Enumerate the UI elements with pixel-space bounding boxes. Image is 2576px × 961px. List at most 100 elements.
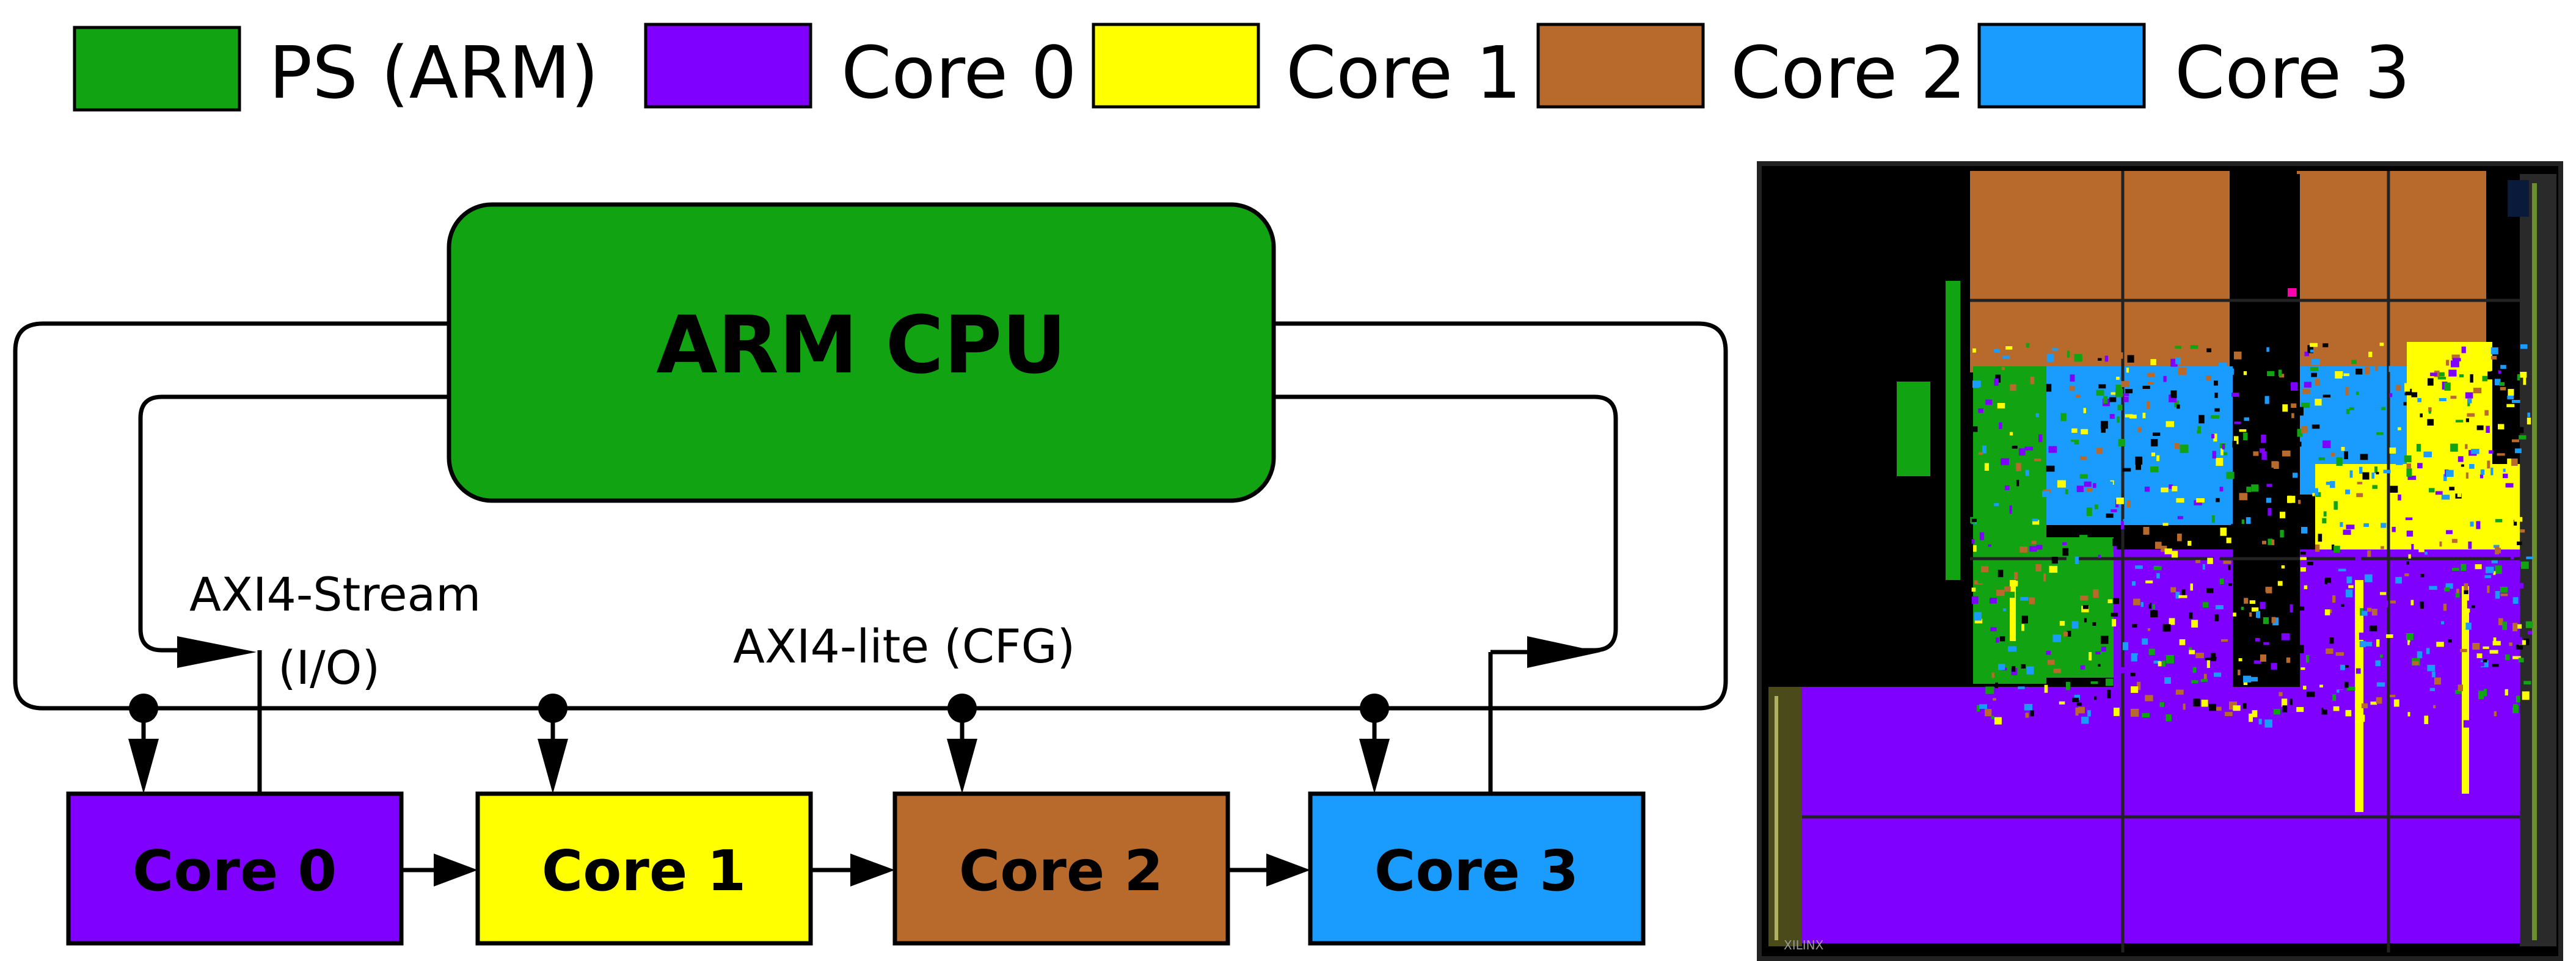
- tap-core1: [538, 694, 568, 794]
- floorplan-speckle: [2385, 600, 2388, 607]
- floorplan-speckle: [2214, 419, 2221, 427]
- floorplan-speckle: [2280, 512, 2286, 518]
- floorplan-speckle: [2026, 666, 2034, 675]
- floorplan-speckle: [2326, 648, 2333, 654]
- floorplan-speckle: [2163, 375, 2167, 382]
- floorplan-speckle: [2412, 661, 2419, 665]
- floorplan-speckle: [2490, 347, 2498, 355]
- floorplan-speckle: [2176, 498, 2184, 503]
- floorplan-speckle: [2464, 583, 2468, 590]
- floorplan-speckle: [2410, 600, 2414, 606]
- floorplan-speckle: [2329, 637, 2334, 644]
- floorplan-speckle: [2047, 659, 2055, 665]
- floorplan-speckle: [2184, 383, 2190, 389]
- floorplan-speckle: [2245, 414, 2252, 421]
- floorplan-speckle: [2396, 385, 2401, 391]
- floorplan-speckle: [2429, 511, 2436, 515]
- floorplan-speckle: [2103, 396, 2108, 404]
- floorplan-speckle: [2506, 404, 2515, 407]
- floorplan-speckle: [2234, 421, 2241, 424]
- floorplan-speckle: [2359, 633, 2368, 640]
- floorplan-speckle: [2001, 367, 2005, 371]
- floorplan-speckle: [2111, 509, 2117, 512]
- floorplan-speckle: [2362, 472, 2370, 480]
- floorplan-speckle: [2084, 618, 2087, 623]
- floorplan-speckle: [2253, 441, 2258, 448]
- floorplan-speckle: [2500, 587, 2508, 593]
- floorplan-speckle: [2315, 399, 2322, 406]
- floorplan-speckle: [2377, 668, 2385, 672]
- floorplan-speckle: [2206, 348, 2211, 352]
- floorplan-speckle: [2020, 546, 2027, 553]
- floorplan-speckle: [2360, 454, 2368, 460]
- floorplan-speckle: [2518, 658, 2524, 662]
- floorplan-speckle: [2214, 408, 2220, 412]
- floorplan-speckle: [2253, 451, 2259, 456]
- floorplan-speckle: [2130, 708, 2139, 717]
- floorplan-speckle: [2259, 448, 2265, 453]
- floorplan-speckle: [2164, 677, 2171, 684]
- floorplan-speckle: [2046, 383, 2052, 392]
- floorplan-speckle: [2319, 684, 2323, 687]
- floorplan-speckle: [2019, 385, 2027, 391]
- legend-swatch-core3: [1977, 23, 2146, 109]
- floorplan-speckle: [2338, 568, 2346, 571]
- floorplan-speckle: [2137, 681, 2141, 691]
- floorplan-speckle: [2467, 413, 2475, 417]
- floorplan-speckle: [2334, 359, 2343, 364]
- floorplan-speckle: [2490, 371, 2498, 379]
- floorplan-speckle: [2231, 524, 2240, 532]
- floorplan-speckle: [2324, 609, 2330, 615]
- core-2-label: Core 2: [959, 838, 1164, 904]
- floorplan-speckle: [2306, 691, 2315, 697]
- floorplan-speckle: [2305, 412, 2312, 418]
- floorplan-speckle: [2241, 606, 2244, 611]
- floorplan-speckle: [2073, 479, 2079, 485]
- floorplan-speckle: [2515, 637, 2522, 645]
- floorplan-speckle: [2175, 346, 2181, 349]
- floorplan-speckle: [2195, 653, 2204, 658]
- floorplan-speckle: [1999, 636, 2005, 642]
- floorplan-speckle: [2464, 590, 2468, 595]
- floorplan-speckle: [2297, 429, 2303, 437]
- floorplan-speckle: [2395, 577, 2402, 584]
- legend-label-core2: Core 2: [1731, 31, 1966, 115]
- legend-label-ps: PS (ARM): [269, 31, 599, 115]
- floorplan-speckle: [2211, 415, 2220, 419]
- floorplan-speckle: [2490, 467, 2494, 476]
- floorplan-speckle: [2018, 448, 2026, 456]
- floorplan-speckle: [2286, 657, 2291, 663]
- floorplan-speckle: [2404, 383, 2410, 392]
- floorplan-speckle: [2331, 544, 2335, 551]
- floorplan-speckle: [2516, 695, 2520, 703]
- legend-item-core2: Core 2: [1536, 23, 1966, 115]
- floorplan-speckle: [2404, 388, 2412, 396]
- floorplan-speckle: [2252, 607, 2259, 612]
- floorplan-speckle: [2433, 705, 2436, 709]
- floorplan-speckle: [2080, 665, 2085, 670]
- floorplan-speckle: [2096, 390, 2104, 396]
- floorplan-speckle: [2005, 346, 2013, 350]
- floorplan-speckle: [2164, 371, 2170, 374]
- floorplan-speckle: [2367, 550, 2371, 557]
- floorplan-speckle: [2153, 432, 2161, 436]
- floorplan-speckle: [2389, 448, 2396, 454]
- floorplan-speckle: [2491, 560, 2498, 564]
- floorplan-speckle: [2486, 426, 2490, 433]
- floorplan-speckle: [2113, 545, 2117, 552]
- floorplan-speckle: [2194, 500, 2202, 506]
- floorplan-speckle: [2190, 345, 2198, 349]
- floorplan-speckle: [1996, 590, 2005, 597]
- floorplan-speckle: [2220, 452, 2228, 455]
- floorplan-speckle: [2206, 659, 2210, 669]
- floorplan-speckle: [2032, 520, 2040, 525]
- floorplan-speckle: [2332, 526, 2338, 535]
- floorplan-speckle: [2345, 489, 2351, 495]
- floorplan-speckle: [2156, 573, 2160, 579]
- floorplan-speckle: [2321, 708, 2327, 715]
- floorplan-speckle: [2116, 377, 2120, 380]
- floorplan-speckle: [2506, 701, 2513, 708]
- floorplan-speckle: [2471, 658, 2476, 661]
- floorplan-speckle: [2448, 513, 2455, 521]
- floorplan-speckle: [2118, 438, 2125, 447]
